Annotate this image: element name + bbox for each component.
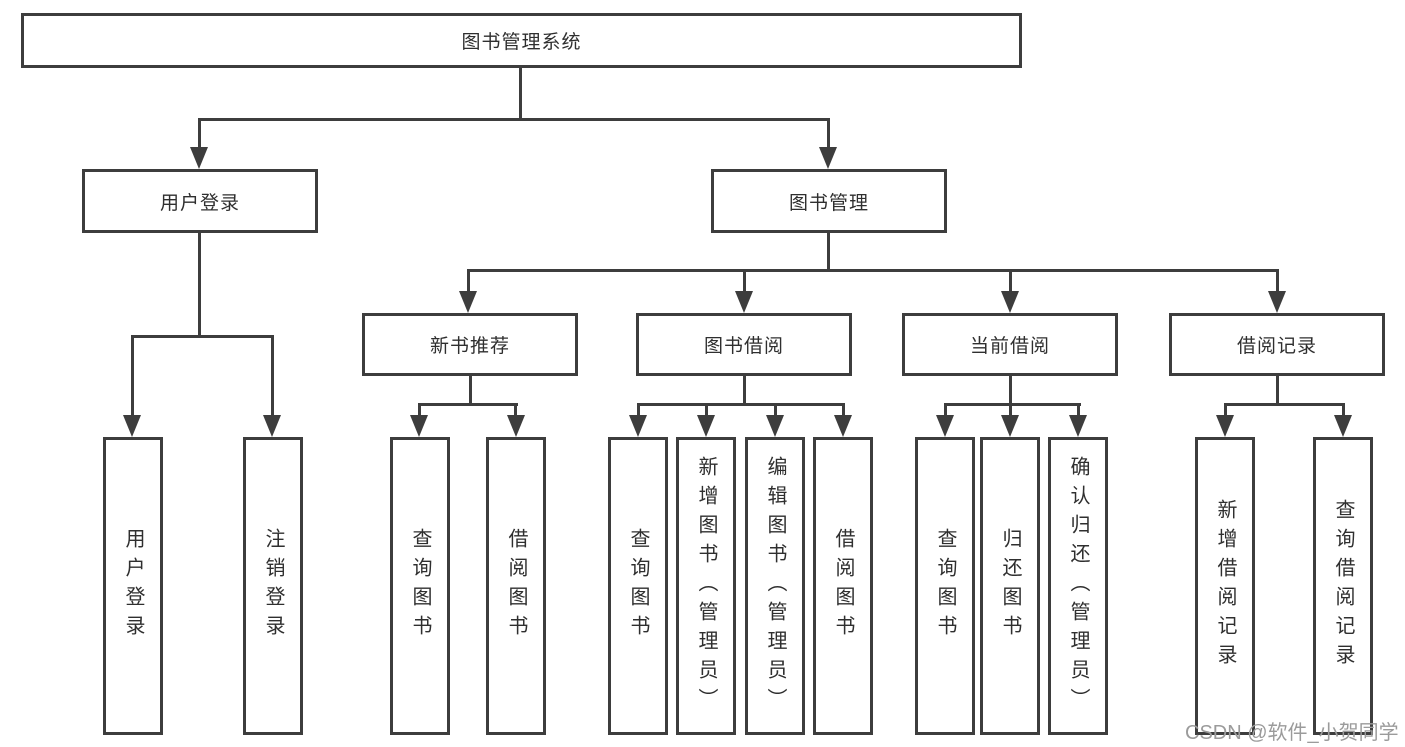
- connector-line: [1224, 403, 1345, 406]
- connector-line: [637, 403, 845, 406]
- leaf-label: 查询图书: [934, 528, 956, 644]
- node-label: 图书借阅: [703, 336, 784, 357]
- node-borrow-records: 借阅记录: [1169, 313, 1385, 376]
- connector-line: [1342, 403, 1345, 417]
- connector-line: [1009, 376, 1012, 405]
- arrowhead-icon: [629, 415, 647, 437]
- connector-line: [131, 335, 274, 338]
- leaf-logout: 注销登录: [243, 437, 303, 735]
- connector-line: [705, 403, 708, 417]
- connector-line: [1224, 403, 1227, 417]
- connector-line: [418, 403, 518, 406]
- connector-line: [418, 403, 421, 417]
- connector-line: [842, 403, 845, 417]
- arrowhead-icon: [735, 291, 753, 313]
- node-book-borrow: 图书借阅: [636, 313, 852, 376]
- node-label: 图书管理系统: [461, 32, 582, 53]
- arrowhead-icon: [459, 291, 477, 313]
- node-label: 图书管理: [788, 192, 869, 214]
- arrowhead-icon: [190, 147, 208, 169]
- leaf-label: 注销登录: [262, 528, 284, 644]
- connector-line: [198, 118, 201, 148]
- connector-line: [467, 269, 470, 293]
- leaf-query-books-borrow: 查询图书: [608, 437, 668, 735]
- connector-line: [743, 269, 746, 293]
- leaf-edit-books-admin: 编辑图书（管理员）: [745, 437, 805, 735]
- connector-line: [198, 118, 830, 121]
- arrowhead-icon: [1216, 415, 1234, 437]
- arrowhead-icon: [819, 147, 837, 169]
- leaf-label: 查询图书: [627, 528, 649, 644]
- leaf-borrow-books-recommend: 借阅图书: [486, 437, 546, 735]
- leaf-user-login: 用户登录: [103, 437, 163, 735]
- node-label: 借阅记录: [1236, 336, 1317, 357]
- leaf-query-books-current: 查询图书: [915, 437, 975, 735]
- leaf-add-books-admin: 新增图书（管理员）: [676, 437, 736, 735]
- node-new-book-recommend: 新书推荐: [362, 313, 578, 376]
- node-book-management: 图书管理: [711, 169, 947, 233]
- leaf-query-books-recommend: 查询图书: [390, 437, 450, 735]
- connector-line: [827, 233, 830, 271]
- leaf-label: 借阅图书: [832, 528, 854, 644]
- leaf-label: 新增图书（管理员）: [695, 455, 717, 717]
- arrowhead-icon: [1334, 415, 1352, 437]
- connector-line: [469, 376, 472, 405]
- arrowhead-icon: [936, 415, 954, 437]
- leaf-label: 查询借阅记录: [1332, 499, 1354, 673]
- leaf-query-borrow-record: 查询借阅记录: [1313, 437, 1373, 735]
- arrowhead-icon: [410, 415, 428, 437]
- connector-line: [1009, 269, 1012, 293]
- leaf-borrow-books: 借阅图书: [813, 437, 873, 735]
- connector-line: [514, 403, 517, 417]
- connector-line: [637, 403, 640, 417]
- leaf-add-borrow-record: 新增借阅记录: [1195, 437, 1255, 735]
- arrowhead-icon: [1001, 415, 1019, 437]
- node-user-login: 用户登录: [82, 169, 318, 233]
- arrowhead-icon: [1268, 291, 1286, 313]
- leaf-label: 归还图书: [999, 528, 1021, 644]
- leaf-label: 确认归还（管理员）: [1067, 455, 1089, 717]
- arrowhead-icon: [766, 415, 784, 437]
- connector-line: [944, 403, 947, 417]
- leaf-label: 新增借阅记录: [1214, 499, 1236, 673]
- leaf-label: 查询图书: [409, 528, 431, 644]
- node-label: 当前借阅: [969, 336, 1050, 357]
- connector-line: [1276, 376, 1279, 405]
- arrowhead-icon: [697, 415, 715, 437]
- arrowhead-icon: [1069, 415, 1087, 437]
- node-label: 新书推荐: [429, 336, 510, 357]
- connector-line: [827, 118, 830, 148]
- leaf-return-books: 归还图书: [980, 437, 1040, 735]
- arrowhead-icon: [1001, 291, 1019, 313]
- leaf-label: 借阅图书: [505, 528, 527, 644]
- connector-line: [1009, 403, 1012, 417]
- leaf-confirm-return-admin: 确认归还（管理员）: [1048, 437, 1108, 735]
- arrowhead-icon: [507, 415, 525, 437]
- connector-line: [198, 233, 201, 337]
- arrowhead-icon: [123, 415, 141, 437]
- connector-line: [774, 403, 777, 417]
- node-label: 用户登录: [159, 192, 240, 214]
- arrowhead-icon: [263, 415, 281, 437]
- connector-line: [1276, 269, 1279, 293]
- node-library-system: 图书管理系统: [21, 13, 1022, 68]
- connector-line: [519, 68, 522, 120]
- arrowhead-icon: [834, 415, 852, 437]
- node-current-borrow: 当前借阅: [902, 313, 1118, 376]
- leaf-label: 编辑图书（管理员）: [764, 455, 786, 717]
- connector-line: [271, 335, 274, 416]
- connector-line: [743, 376, 746, 405]
- leaf-label: 用户登录: [122, 528, 144, 644]
- connector-line: [944, 403, 1081, 406]
- csdn-watermark: CSDN @软件_小贺同学: [1185, 722, 1399, 744]
- connector-line: [467, 269, 1279, 272]
- connector-line: [1077, 403, 1080, 417]
- connector-line: [131, 335, 134, 416]
